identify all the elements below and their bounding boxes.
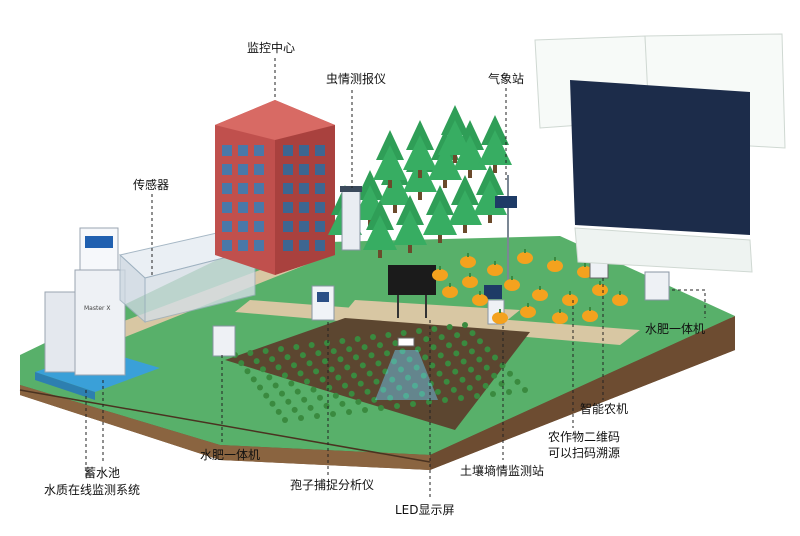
label-soil-station: 土壤墒情监测站: [460, 464, 545, 478]
label-qr-line1: 农作物二维码: [548, 430, 621, 444]
crop-field: [225, 318, 530, 430]
label-smart-machine: 智能农机: [580, 402, 629, 416]
label-monitor-center: 监控中心: [247, 41, 296, 55]
forest: [328, 105, 512, 258]
dashboard-screens: [534, 33, 786, 273]
insect-monitor-device: [340, 186, 362, 251]
monitoring-building: [215, 100, 335, 275]
device-brand-text: Master X: [84, 305, 111, 312]
label-reservoir: 蓄水池: [84, 466, 121, 480]
spore-analyzer-device: [311, 285, 335, 321]
label-led-screen: LED显示屏: [395, 503, 455, 517]
water-quality-station: Master X: [44, 227, 126, 376]
pumpkin-field: [432, 249, 628, 324]
leader-lines: [85, 58, 706, 500]
label-sensor: 传感器: [133, 178, 170, 192]
water-fertilizer-right-device: [644, 271, 670, 301]
water-fertilizer-left-device: [212, 325, 236, 357]
label-qr-line2: 可以扫码溯源: [548, 446, 621, 460]
label-water-fertilizer-left: 水肥一体机: [200, 448, 261, 462]
label-water-quality: 水质在线监测系统: [44, 483, 141, 497]
label-water-fertilizer-right: 水肥一体机: [645, 322, 706, 336]
greenhouse: [118, 229, 257, 324]
label-insect-monitor: 虫情测报仪: [326, 72, 387, 86]
label-spore-analyzer: 孢子捕捉分析仪: [290, 478, 375, 492]
led-screen-device: [388, 265, 436, 318]
drone: [375, 337, 438, 400]
label-weather-station: 气象站: [488, 72, 525, 86]
weather-station-device: [495, 175, 517, 290]
